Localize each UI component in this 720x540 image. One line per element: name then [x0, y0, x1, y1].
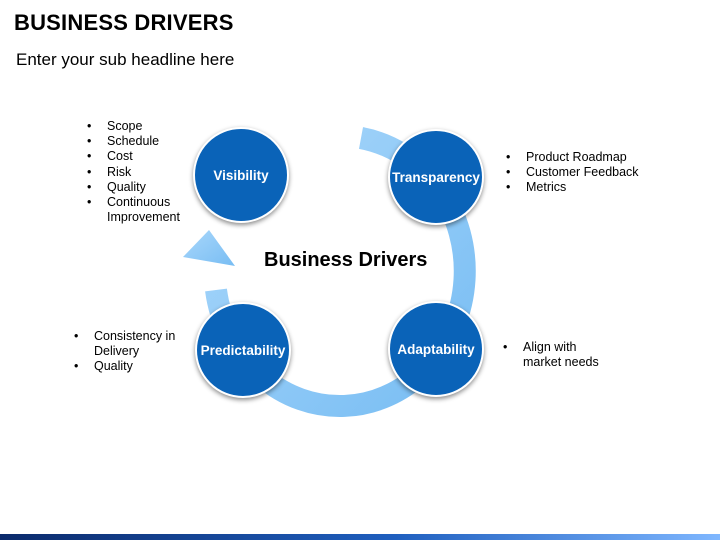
- node-adaptability-label: Adaptability: [397, 341, 475, 357]
- list-item: Customer Feedback: [502, 165, 662, 180]
- node-visibility-label: Visibility: [213, 167, 269, 183]
- footer-accent-bar: [0, 534, 720, 540]
- transparency-bullet-list: Product Roadmap Customer Feedback Metric…: [502, 150, 662, 196]
- page-subtitle: Enter your sub headline here: [16, 50, 235, 69]
- node-transparency: Transparency: [388, 129, 484, 225]
- center-label: Business Drivers: [264, 249, 428, 271]
- cycle-arrowhead: [183, 230, 235, 266]
- list-item: Scope: [83, 119, 203, 134]
- list-item: Risk: [83, 165, 203, 180]
- list-item: Align with market needs: [499, 340, 611, 370]
- list-item: Consistency in Delivery: [70, 329, 190, 359]
- adaptability-bullet-list: Align with market needs: [499, 340, 611, 370]
- visibility-bullet-list: Scope Schedule Cost Risk Quality Continu…: [83, 119, 203, 225]
- node-adaptability: Adaptability: [388, 301, 484, 397]
- node-predictability: Predictability: [195, 302, 291, 398]
- list-item: Continuous Improvement: [83, 195, 203, 225]
- node-visibility: Visibility: [193, 127, 289, 223]
- page-title: BUSINESS DRIVERS: [14, 10, 234, 35]
- predictability-bullet-list: Consistency in Delivery Quality: [70, 329, 190, 375]
- node-transparency-label: Transparency: [392, 169, 480, 185]
- list-item: Cost: [83, 149, 203, 164]
- list-item: Product Roadmap: [502, 150, 662, 165]
- list-item: Quality: [70, 359, 190, 374]
- list-item: Quality: [83, 180, 203, 195]
- list-item: Metrics: [502, 180, 662, 195]
- list-item: Schedule: [83, 134, 203, 149]
- node-predictability-label: Predictability: [200, 342, 286, 358]
